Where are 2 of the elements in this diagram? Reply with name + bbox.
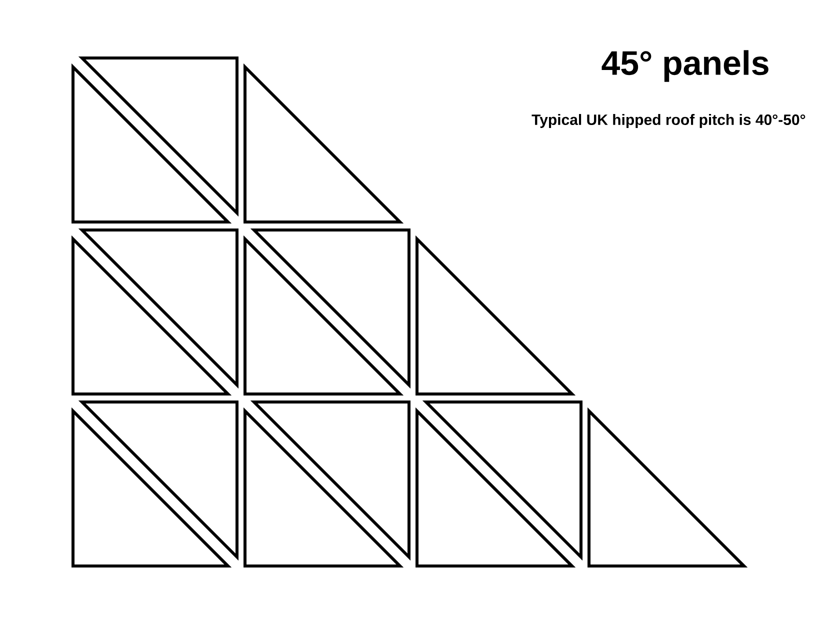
title: 45° panels [602, 50, 768, 82]
note: Typical UK hipped roof pitch is 40°-50° [532, 114, 806, 128]
